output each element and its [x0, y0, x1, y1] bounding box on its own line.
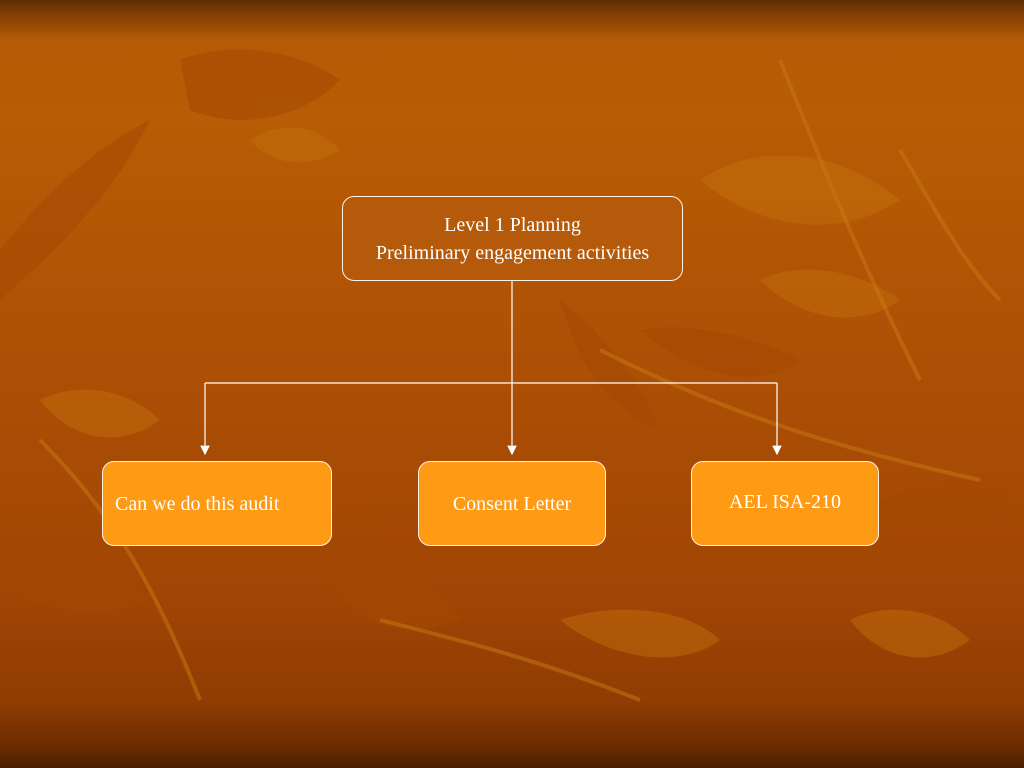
root-node: Level 1 Planning Preliminary engagement … — [342, 196, 683, 281]
root-node-title: Level 1 Planning — [444, 213, 581, 236]
child-node-label: Can we do this audit — [115, 492, 280, 515]
root-node-subtitle: Preliminary engagement activities — [375, 241, 650, 264]
child-node-label: AEL ISA-210 — [728, 491, 842, 513]
child-node-audit-check: Can we do this audit — [102, 461, 332, 546]
child-node-consent-letter: Consent Letter — [418, 461, 606, 546]
child-node-ael-isa: AEL ISA-210 — [691, 461, 879, 546]
child-node-label: Consent Letter — [452, 492, 572, 515]
